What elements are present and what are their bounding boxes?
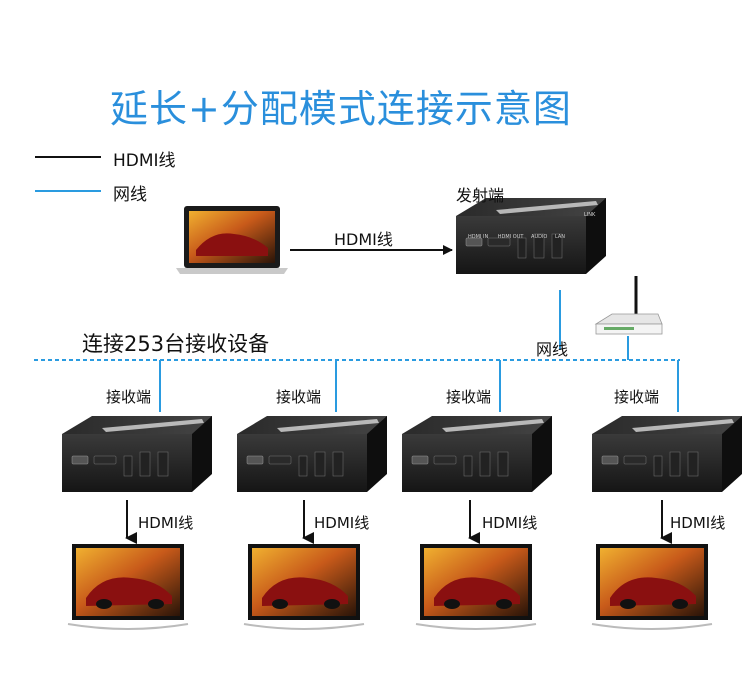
- receiver-hdmi-label-1: HDMI线: [138, 514, 194, 532]
- monitor-2: [243, 543, 365, 630]
- receiver-hdmi-label-3: HDMI线: [482, 514, 538, 532]
- port-hdmi-in: HDMI IN: [468, 234, 489, 240]
- port-hdmi-out: HDMI OUT: [497, 234, 524, 240]
- port-audio: AUDIO: [531, 234, 548, 240]
- transmitter-label: 发射端: [456, 186, 505, 205]
- legend-network-swatch: [35, 190, 101, 192]
- receiver-device-4: [591, 415, 743, 493]
- port-lan: LAN: [554, 234, 566, 240]
- network-label: 网线: [536, 340, 569, 359]
- router-device: [594, 276, 663, 335]
- receiver-label-2: 接收端: [276, 388, 322, 406]
- receiver-hdmi-label-2: HDMI线: [314, 514, 370, 532]
- top-hdmi-label: HDMI线: [334, 230, 393, 249]
- receiver-label-3: 接收端: [446, 388, 492, 406]
- monitor-3: [415, 543, 537, 630]
- receiver-device-1: [61, 415, 213, 493]
- legend-hdmi-swatch: [35, 156, 101, 158]
- page-title: 延长+分配模式连接示意图: [110, 87, 572, 131]
- monitor-4: [591, 543, 713, 630]
- capacity-label: 连接253台接收设备: [82, 332, 270, 356]
- receiver-label-1: 接收端: [106, 388, 152, 406]
- receiver-hdmi-label-4: HDMI线: [670, 514, 726, 532]
- receiver-device-2: [236, 415, 388, 493]
- receiver-label-4: 接收端: [614, 388, 660, 406]
- legend-network-label: 网线: [113, 185, 147, 205]
- receiver-device-3: [401, 415, 553, 493]
- legend-hdmi-label: HDMI线: [113, 151, 176, 171]
- source-laptop: [176, 206, 288, 274]
- transmitter-brand: LINK: [584, 212, 596, 218]
- monitor-1: [67, 543, 189, 630]
- transmitter-port-labels: HDMI IN HDMI OUT AUDIO LAN: [468, 234, 565, 240]
- legend: HDMI线 网线: [35, 144, 235, 205]
